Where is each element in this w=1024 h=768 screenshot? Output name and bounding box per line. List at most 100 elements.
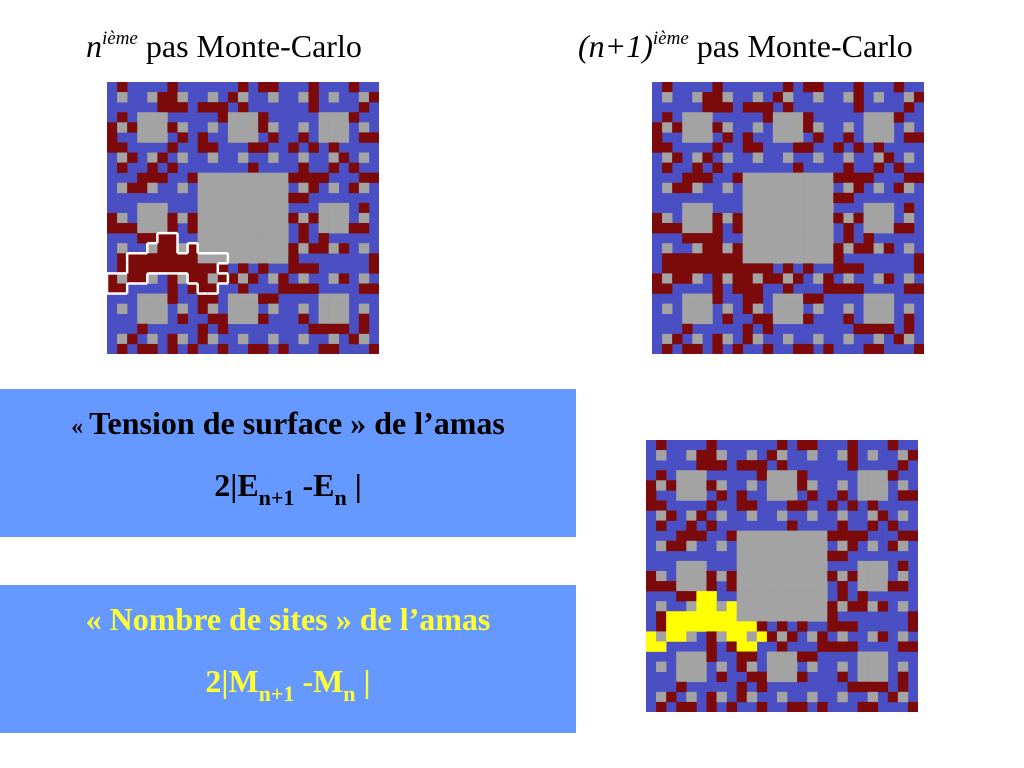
occupied-site: [803, 313, 814, 325]
occupied-site: [137, 172, 148, 184]
empty-site: [258, 243, 269, 254]
empty-site: [338, 122, 350, 133]
empty-site: [656, 601, 667, 612]
occupied-site: [338, 323, 350, 335]
empty-site: [248, 233, 259, 244]
occupied-site: [702, 102, 713, 113]
empty-site: [338, 293, 350, 304]
empty-site: [197, 192, 209, 204]
empty-site: [197, 243, 209, 254]
empty-site: [877, 470, 889, 481]
formula-sites-sub-b: n: [343, 681, 356, 706]
occupied-site: [672, 223, 683, 234]
cluster-site-highlight: [676, 621, 687, 632]
empty-site: [782, 313, 794, 325]
cluster-site-highlight: [696, 611, 707, 622]
empty-site: [766, 611, 778, 622]
occupied-site: [863, 172, 874, 184]
empty-site: [873, 303, 885, 315]
empty-site: [676, 480, 687, 491]
empty-site: [797, 560, 808, 572]
occupied-site: [702, 243, 713, 254]
empty-site: [813, 243, 824, 254]
empty-site: [197, 202, 209, 214]
occupied-site: [696, 510, 707, 521]
empty-site: [157, 313, 168, 325]
empty-site: [716, 601, 727, 612]
empty-site: [877, 570, 889, 582]
occupied-site: [217, 112, 229, 123]
empty-site: [702, 313, 713, 325]
empty-site: [227, 313, 239, 325]
occupied-site: [197, 132, 209, 143]
empty-site: [358, 122, 370, 133]
occupied-site: [913, 343, 924, 354]
empty-site: [746, 691, 758, 703]
occupied-site: [187, 253, 198, 264]
occupied-site: [288, 212, 299, 224]
empty-site: [676, 671, 687, 683]
empty-site: [227, 112, 239, 123]
empty-site: [268, 202, 279, 214]
empty-site: [358, 182, 370, 194]
occupied-site: [338, 243, 350, 254]
empty-site: [863, 293, 874, 304]
cluster-site-highlight: [736, 621, 748, 632]
empty-site: [883, 303, 895, 315]
empty-site: [766, 661, 778, 673]
occupied-site: [847, 450, 858, 461]
empty-site: [358, 152, 370, 163]
empty-site: [793, 303, 804, 315]
occupied-site: [712, 343, 723, 354]
occupied-site: [762, 343, 774, 354]
empty-site: [117, 333, 128, 345]
occupied-site: [308, 212, 319, 224]
empty-site: [258, 212, 269, 224]
empty-site: [318, 122, 329, 133]
empty-site: [837, 510, 848, 521]
empty-site: [117, 243, 128, 254]
empty-site: [823, 253, 834, 264]
empty-site: [278, 172, 289, 184]
occupied-site: [843, 283, 854, 294]
occupied-site: [227, 92, 239, 103]
empty-site: [813, 152, 824, 163]
empty-site: [248, 132, 259, 143]
occupied-site: [762, 273, 774, 284]
empty-site: [137, 212, 148, 224]
occupied-site: [157, 243, 168, 254]
occupied-site: [903, 132, 915, 143]
surface-tension-open-quote: «: [71, 414, 90, 440]
empty-site: [867, 661, 879, 673]
occupied-site: [847, 460, 858, 471]
empty-site: [682, 293, 693, 304]
empty-site: [207, 223, 219, 234]
empty-site: [807, 601, 818, 612]
empty-site: [147, 273, 158, 284]
occupied-site: [746, 460, 758, 471]
occupied-site: [662, 162, 673, 173]
occupied-site: [782, 283, 794, 294]
empty-site: [897, 540, 909, 552]
occupied-site: [797, 671, 808, 683]
empty-site: [702, 212, 713, 224]
empty-site: [897, 480, 909, 491]
empty-site: [682, 132, 693, 143]
occupied-site: [248, 162, 259, 173]
empty-site: [752, 223, 764, 234]
occupied-site: [712, 283, 723, 294]
occupied-site: [877, 601, 889, 612]
empty-site: [817, 581, 828, 592]
empty-site: [867, 581, 879, 592]
occupied-site: [742, 263, 754, 274]
occupied-site: [712, 233, 723, 244]
empty-site: [686, 470, 697, 481]
occupied-site: [752, 313, 764, 325]
occupied-site: [887, 470, 899, 481]
occupied-site: [107, 273, 118, 284]
empty-site: [248, 223, 259, 234]
empty-site: [807, 480, 818, 491]
empty-site: [752, 192, 764, 204]
occupied-site: [742, 273, 754, 284]
formula-sites-part-a: 2|M: [205, 663, 259, 699]
